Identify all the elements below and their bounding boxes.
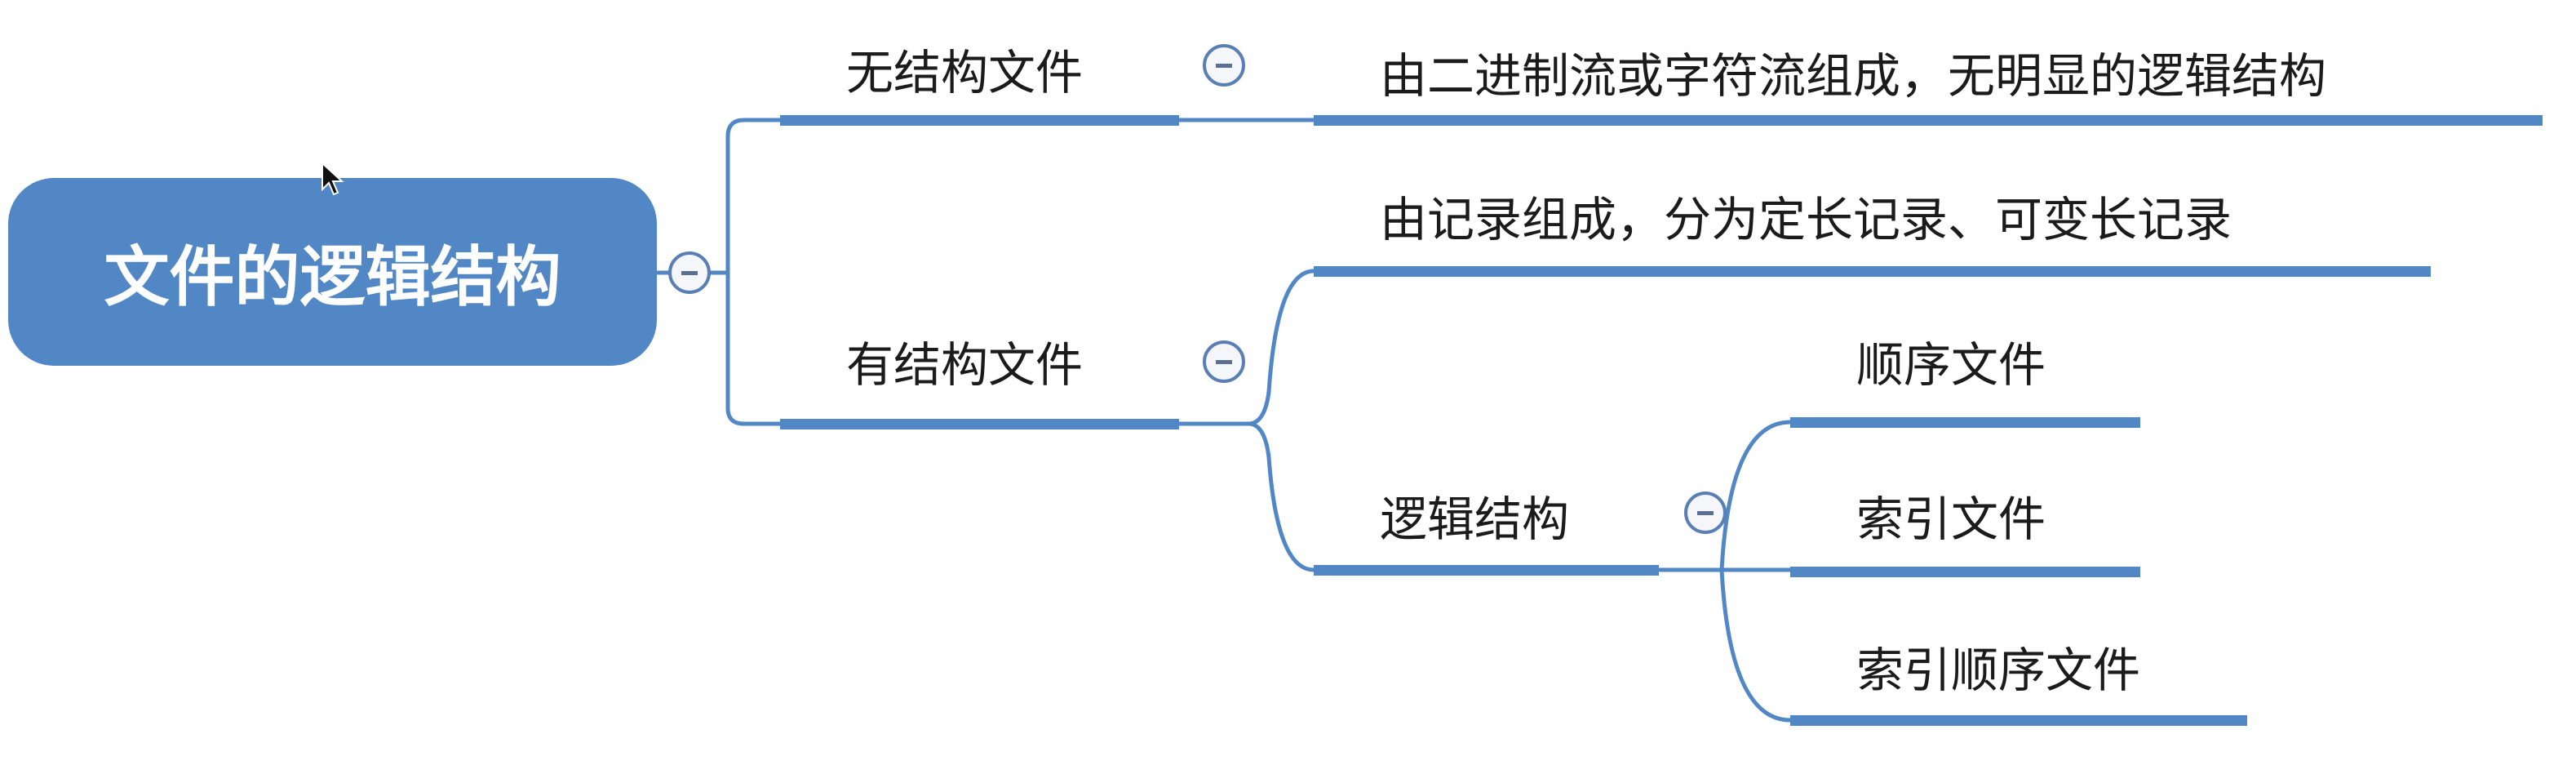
node-indexed-file[interactable]: 索引文件 (1856, 492, 2046, 547)
node-sequential-file[interactable]: 顺序文件 (1856, 337, 2046, 393)
node-structured-desc[interactable]: 由记录组成，分为定长记录、可变长记录 (1380, 192, 2232, 247)
underline-unstructured (780, 115, 1179, 126)
underline-leaf-2 (1314, 266, 2431, 277)
node-structured-file[interactable]: 有结构文件 (846, 337, 1084, 393)
minus-icon (1216, 63, 1232, 68)
minus-icon (1216, 359, 1232, 364)
underline-sequential (1790, 417, 2140, 428)
underline-indexed (1790, 567, 2140, 577)
underline-indexed-sequential (1790, 715, 2247, 726)
root-node[interactable]: 文件的逻辑结构 (8, 178, 657, 366)
underline-leaf-1 (1314, 115, 2543, 126)
node-indexed-sequential-file[interactable]: 索引顺序文件 (1856, 643, 2141, 698)
root-label: 文件的逻辑结构 (104, 239, 561, 315)
node-unstructured-file[interactable]: 无结构文件 (846, 45, 1084, 100)
collapse-logical-button[interactable] (1684, 492, 1727, 534)
mouse-cursor-icon (321, 162, 344, 196)
underline-structured (780, 419, 1179, 429)
node-logical-structure[interactable]: 逻辑结构 (1380, 492, 1570, 547)
minus-icon (681, 270, 698, 275)
minus-icon (1697, 510, 1714, 515)
underline-logical (1314, 565, 1659, 576)
collapse-unstructured-button[interactable] (1203, 44, 1245, 87)
collapse-structured-button[interactable] (1203, 340, 1245, 383)
collapse-root-button[interactable] (668, 251, 711, 294)
node-unstructured-desc[interactable]: 由二进制流或字符流组成，无明显的逻辑结构 (1380, 48, 2327, 104)
